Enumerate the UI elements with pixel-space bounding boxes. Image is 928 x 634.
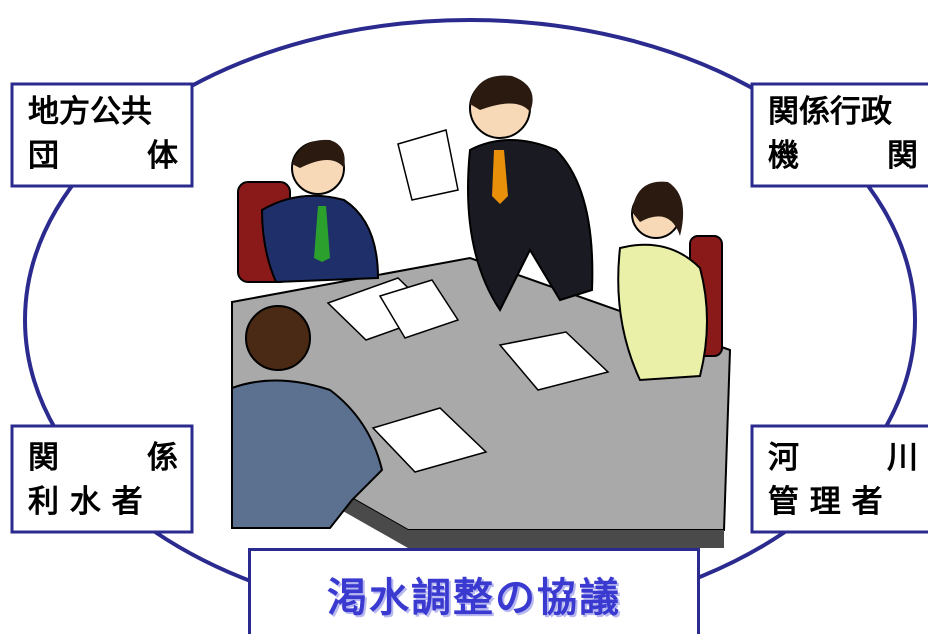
person-right-seated <box>617 243 708 382</box>
diagram-title: 渇水調整の協議 <box>327 575 621 621</box>
node-label-line1: 関係行政 <box>768 94 892 130</box>
node-label-line2: 団 体 <box>28 136 178 176</box>
node-label-line2: 利 水 者 <box>28 484 143 520</box>
person-front-seated <box>231 379 384 529</box>
node-label-char: 河 <box>768 440 799 476</box>
document-paper <box>498 331 610 391</box>
document-paper <box>378 279 460 339</box>
held-paper <box>397 129 459 201</box>
title-box: 渇水調整の協議 <box>248 548 700 634</box>
node-label-char: 体 <box>147 138 178 174</box>
node-label-char: 機 <box>768 138 799 174</box>
box-bottom-right <box>750 424 928 534</box>
node-label-line2: 管 理 者 <box>768 484 883 520</box>
box-top-right <box>750 82 928 188</box>
box-bottom-left <box>10 424 194 534</box>
node-label-line1: 地方公共 <box>28 94 152 130</box>
node-label-line2: 機 関 <box>768 136 918 176</box>
node-label-char: 係 <box>147 440 178 476</box>
node-label-char: 関 <box>887 138 918 174</box>
node-label-char: 川 <box>887 440 918 476</box>
node-label-line1: 河 川 <box>768 438 918 478</box>
node-label-char: 関 <box>28 440 59 476</box>
node-label-char: 団 <box>28 138 59 174</box>
document-paper <box>371 407 488 473</box>
meeting-illustration <box>228 75 732 548</box>
node-label-line1: 関 係 <box>28 438 178 478</box>
box-top-left <box>10 82 194 188</box>
